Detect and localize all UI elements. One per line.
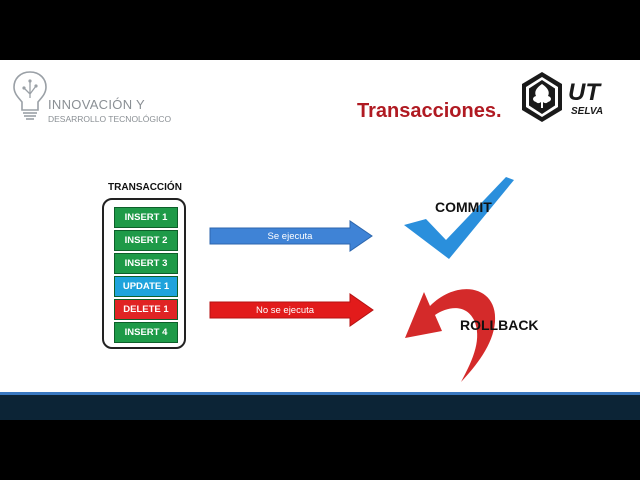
logo-text-ut: UT	[568, 79, 602, 106]
operation-item: INSERT 2	[114, 230, 178, 251]
operation-item: UPDATE 1	[114, 276, 178, 297]
operation-item: DELETE 1	[114, 299, 178, 320]
rollback-arrow-icon	[405, 289, 496, 382]
transaction-label: TRANSACCIÓN	[108, 182, 182, 193]
footer-band	[0, 392, 640, 420]
commit-check-icon	[404, 177, 514, 259]
operation-item: INSERT 1	[114, 207, 178, 228]
org-title: INNOVACIÓN Y	[48, 97, 146, 112]
logo-text-selva: SELVA	[571, 106, 603, 117]
rollback-label: ROLLBACK	[460, 317, 539, 333]
executes-label: Se ejecuta	[267, 231, 313, 242]
lightbulb-icon	[13, 71, 47, 120]
operation-item: INSERT 4	[114, 322, 178, 343]
operation-item: INSERT 3	[114, 253, 178, 274]
commit-label: COMMIT	[435, 199, 492, 215]
org-subtitle: DESARROLLO TECNOLÓGICO	[48, 114, 172, 124]
not-executes-arrow	[209, 293, 374, 327]
transaction-box: INSERT 1 INSERT 2 INSERT 3 UPDATE 1 DELE…	[102, 198, 186, 349]
not-executes-label: No se ejecuta	[255, 305, 315, 316]
executes-arrow	[209, 220, 373, 252]
ut-selva-logo: UT SELVA	[522, 72, 603, 122]
slide-title: Transacciones.	[357, 100, 502, 122]
